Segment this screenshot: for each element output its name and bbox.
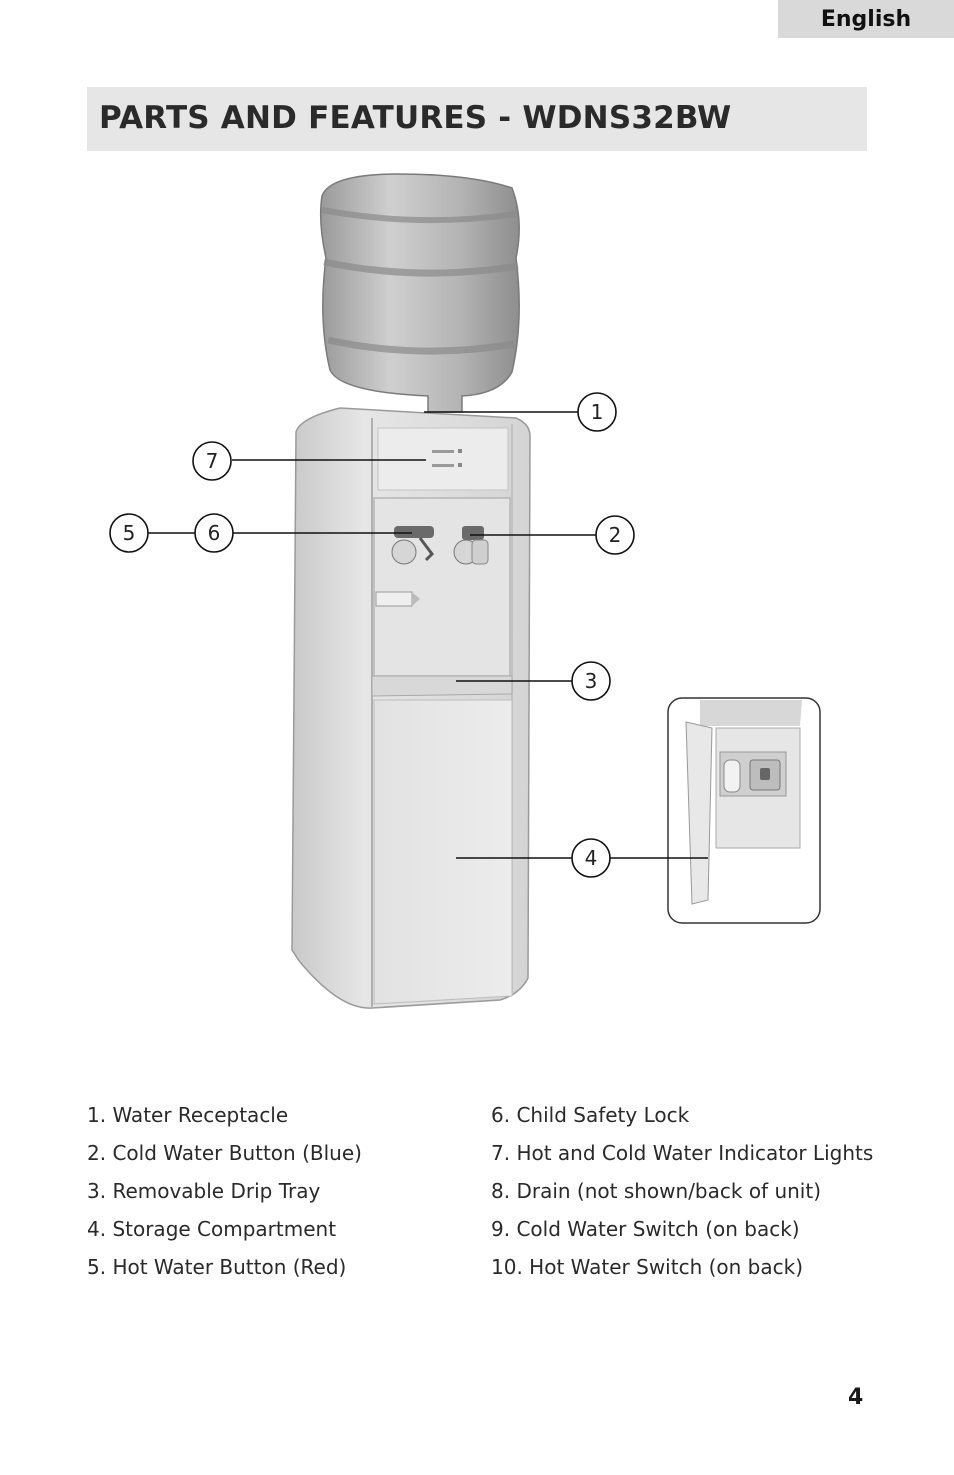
storage-compartment-inset bbox=[667, 697, 821, 924]
list-item: 5. Hot Water Button (Red) bbox=[87, 1255, 347, 1279]
svg-text:1: 1 bbox=[591, 400, 604, 424]
cold-water-tap bbox=[453, 526, 489, 565]
language-tab: English bbox=[778, 0, 954, 38]
callout-6: 6 bbox=[194, 513, 234, 553]
svg-text:5: 5 bbox=[123, 521, 136, 545]
leader-lines bbox=[148, 411, 708, 859]
list-item: 10. Hot Water Switch (on back) bbox=[491, 1255, 804, 1279]
list-item: 8. Drain (not shown/back of unit) bbox=[491, 1179, 821, 1203]
list-item: 3. Removable Drip Tray bbox=[87, 1179, 321, 1203]
callout-3: 3 bbox=[571, 661, 611, 701]
list-item: 7. Hot and Cold Water Indicator Lights bbox=[491, 1141, 874, 1165]
svg-text:6: 6 bbox=[208, 521, 221, 545]
water-dispenser-diagram: 1 2 3 4 5 6 7 bbox=[109, 173, 821, 1009]
callout-5: 5 bbox=[109, 513, 149, 553]
parts-list-left: 1. Water Receptacle 2. Cold Water Button… bbox=[87, 1098, 362, 1288]
list-item: 4. Storage Compartment bbox=[87, 1217, 337, 1241]
callout-2: 2 bbox=[595, 515, 635, 555]
svg-text:2: 2 bbox=[609, 523, 622, 547]
svg-text:4: 4 bbox=[585, 846, 598, 870]
page-number: 4 bbox=[848, 1385, 864, 1410]
parts-list-right: 6. Child Safety Lock 7. Hot and Cold Wat… bbox=[491, 1098, 873, 1288]
page-title: PARTS AND FEATURES - WDNS32BW bbox=[99, 100, 732, 136]
water-bottle bbox=[319, 173, 520, 413]
svg-text:3: 3 bbox=[585, 669, 598, 693]
dispenser-cabinet bbox=[291, 407, 531, 1009]
list-item: 9. Cold Water Switch (on back) bbox=[491, 1217, 800, 1241]
callout-7: 7 bbox=[192, 441, 232, 481]
list-item: 2. Cold Water Button (Blue) bbox=[87, 1141, 362, 1165]
list-item: 6. Child Safety Lock bbox=[491, 1103, 690, 1127]
section-title-bar: PARTS AND FEATURES - WDNS32BW bbox=[87, 87, 867, 151]
svg-text:7: 7 bbox=[206, 449, 219, 473]
hot-water-tap bbox=[391, 526, 434, 565]
list-item: 1. Water Receptacle bbox=[87, 1103, 289, 1127]
callout-4: 4 bbox=[571, 838, 611, 878]
callout-1: 1 bbox=[577, 392, 617, 432]
